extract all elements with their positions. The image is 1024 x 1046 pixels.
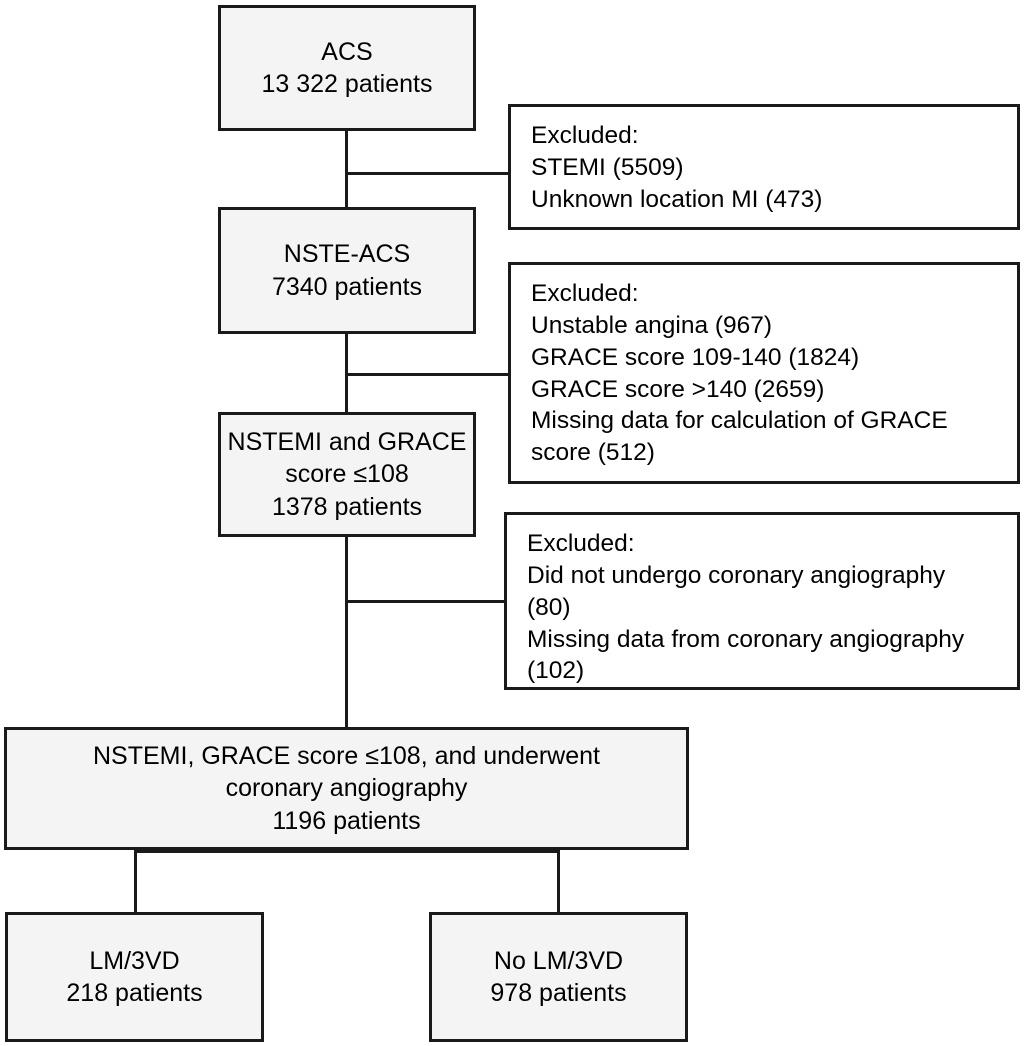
node-exclusion-2-item-4a: Missing data for calculation of GRACE [531,407,948,435]
node-exclusion-3-item-2a: Missing data from coronary angiography [527,625,965,653]
node-nste-acs-line-2: 7340 patients [271,272,423,301]
node-no-lm-3vd: No LM/3VD 978 patients [429,912,688,1042]
node-underwent-angiography: NSTEMI, GRACE score ≤108, and underwent … [4,727,689,850]
node-acs-line-1: ACS [321,37,373,66]
node-no-lm-3vd-line-2: 978 patients [490,979,627,1007]
connector-underwent-split-bar [134,850,560,853]
node-nstemi-grace-line-2: score ≤108 [285,460,409,489]
node-lm-3vd-line-2: 218 patients [66,979,203,1007]
connector-to-lm3vd [134,850,137,913]
node-acs: ACS 13 322 patients [218,5,476,131]
node-exclusion-2-heading: Excluded: [531,280,639,307]
node-exclusion-2-item-1: Unstable angina (967) [531,311,773,339]
node-exclusion-3-heading: Excluded: [527,530,635,557]
node-exclusion-1-heading: Excluded: [531,122,639,149]
node-exclusion-2-item-4b: score (512) [531,439,655,467]
node-lm-3vd: LM/3VD 218 patients [5,912,264,1042]
connector-branch-to-exclusion-1 [345,172,509,175]
node-underwent-angiography-line-3: 1196 patients [272,806,421,835]
node-underwent-angiography-line-1: NSTEMI, GRACE score ≤108, and underwent [93,741,600,770]
connector-branch-to-exclusion-2 [345,373,509,376]
node-exclusion-3: Excluded: Did not undergo coronary angio… [504,512,1020,690]
connector-branch-to-exclusion-3 [345,600,505,603]
node-underwent-angiography-line-2: coronary angiography [225,774,468,803]
node-nstemi-grace-line-3: 1378 patients [271,492,423,521]
node-no-lm-3vd-line-1: No LM/3VD [493,946,624,975]
node-nstemi-grace: NSTEMI and GRACE score ≤108 1378 patient… [218,412,476,537]
node-exclusion-3-item-1a: Did not undergo coronary angiography [527,561,946,589]
node-lm-3vd-line-1: LM/3VD [89,946,180,975]
node-exclusion-3-item-2b: (102) [527,657,585,685]
node-nstemi-grace-line-1: NSTEMI and GRACE [227,427,467,456]
node-acs-line-2: 13 322 patients [261,70,433,98]
connector-acs-to-nsteacs [345,131,348,208]
node-exclusion-2-item-3: GRACE score >140 (2659) [531,375,825,403]
node-exclusion-1-item-2: Unknown location MI (473) [531,185,823,213]
node-exclusion-2-item-2: GRACE score 109-140 (1824) [531,343,860,371]
node-exclusion-1: Excluded: STEMI (5509) Unknown location … [508,104,1020,230]
node-exclusion-1-item-1: STEMI (5509) [531,153,684,181]
connector-nstemi-to-underwent [345,537,348,728]
node-nste-acs-line-1: NSTE-ACS [283,240,411,268]
connector-to-no-lm3vd [557,850,560,913]
node-exclusion-2: Excluded: Unstable angina (967) GRACE sc… [508,262,1020,484]
node-nste-acs: NSTE-ACS 7340 patients [218,207,476,334]
node-exclusion-3-item-1b: (80) [527,593,571,621]
